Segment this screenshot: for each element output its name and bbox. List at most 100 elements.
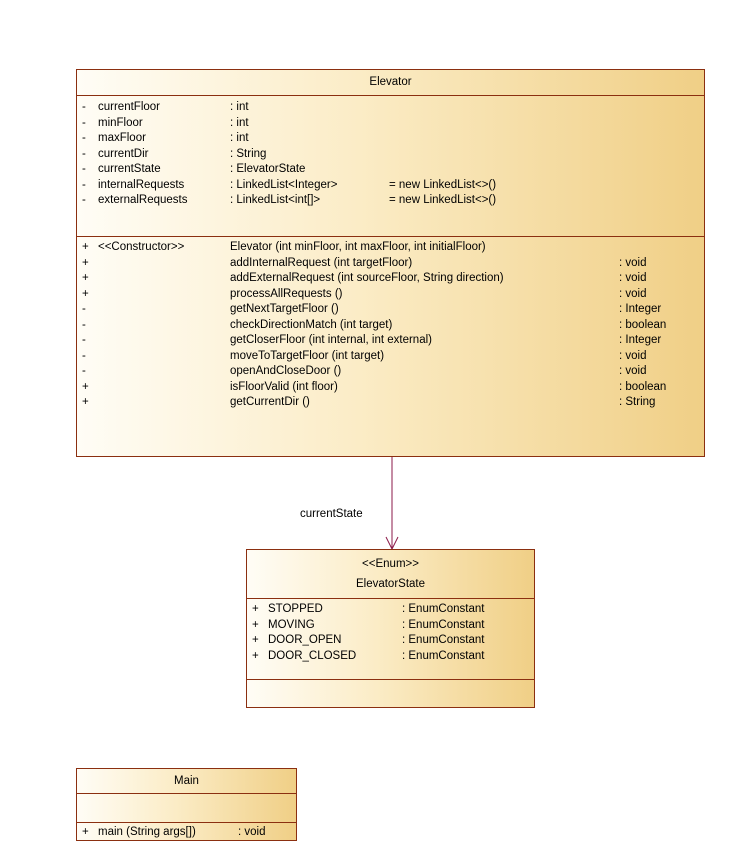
attribute-type: : int (230, 101, 249, 113)
operation-return-type: : void (619, 287, 647, 300)
operation-signature: addInternalRequest (int targetFloor) (230, 256, 413, 269)
literal-name: DOOR_CLOSED (268, 649, 357, 662)
operation-row: - getCloserFloor (int internal, int exte… (77, 333, 704, 349)
attribute-row: - externalRequests : LinkedList<int[]> =… (77, 193, 704, 209)
class-elevator[interactable]: Elevator - currentFloor : int - minFloor… (76, 69, 705, 457)
literal-name: DOOR_OPEN (268, 634, 342, 646)
operation-return-type: : void (619, 349, 647, 362)
operation-return-type: : void (619, 365, 647, 377)
attribute-row: - currentFloor : int (77, 100, 704, 116)
visibility: + (82, 256, 89, 269)
attribute-initial-value: = new LinkedList<>() (389, 194, 497, 206)
operation-row: - checkDirectionMatch (int target) : boo… (77, 318, 704, 334)
class-stereotype: <<Enum>> (362, 558, 419, 570)
operation-signature: main (String args[]) (98, 826, 196, 838)
visibility: - (82, 147, 86, 160)
class-title: ElevatorState (355, 578, 426, 590)
visibility: + (252, 634, 259, 646)
operation-return-type: : void (619, 272, 647, 284)
operation-signature: openAndCloseDoor () (230, 365, 342, 377)
visibility: - (82, 318, 86, 331)
visibility: - (82, 349, 86, 362)
attribute-initial-value: = new LinkedList<>() (389, 178, 497, 191)
attributes-section (77, 793, 296, 822)
class-main[interactable]: Main + main (String args[]) : void (76, 768, 297, 841)
attribute-row: - maxFloor : int (77, 131, 704, 147)
attribute-name: minFloor (98, 116, 143, 129)
operations-section (247, 679, 534, 708)
attribute-name: currentDir (98, 147, 149, 160)
operation-row: + getCurrentDir () : String (77, 395, 704, 411)
attribute-type: : LinkedList<int[]> (230, 194, 321, 206)
visibility: - (82, 101, 86, 113)
visibility: - (82, 303, 86, 315)
operation-return-type: : Integer (619, 334, 662, 346)
literal-name: STOPPED (268, 603, 323, 615)
enum-literal-row: + DOOR_CLOSED : EnumConstant (247, 649, 534, 665)
visibility: - (82, 194, 86, 206)
association-label: currentState (300, 508, 363, 520)
attribute-type: : int (230, 132, 249, 144)
attribute-name: currentFloor (98, 101, 160, 113)
operation-signature: isFloorValid (int floor) (230, 380, 338, 393)
visibility: - (82, 116, 86, 129)
visibility: - (82, 334, 86, 346)
operation-row: + main (String args[]) : void (77, 825, 296, 841)
operation-signature: Elevator (int minFloor, int maxFloor, in… (230, 241, 486, 253)
operation-row: + isFloorValid (int floor) : boolean (77, 380, 704, 396)
enum-literal-row: + DOOR_OPEN : EnumConstant (247, 633, 534, 649)
operations-section: + <<Constructor>> Elevator (int minFloor… (77, 236, 704, 411)
attribute-type: : String (230, 147, 267, 160)
class-elevator-state[interactable]: <<Enum>> ElevatorState + STOPPED : EnumC… (246, 549, 535, 708)
visibility: + (82, 272, 89, 284)
attribute-name: externalRequests (98, 194, 188, 206)
operation-return-type: : boolean (619, 318, 667, 331)
operation-row: + addInternalRequest (int targetFloor) :… (77, 256, 704, 272)
enum-literals-section: + STOPPED : EnumConstant + MOVING : Enum… (247, 598, 534, 679)
operation-row: + <<Constructor>> Elevator (int minFloor… (77, 240, 704, 256)
operation-stereotype: <<Constructor>> (98, 241, 185, 253)
visibility: - (82, 163, 86, 175)
class-title: Elevator (369, 76, 412, 88)
operation-row: - openAndCloseDoor () : void (77, 364, 704, 380)
operations-section: + main (String args[]) : void (77, 822, 296, 841)
attribute-type: : ElevatorState (230, 163, 306, 175)
literal-name: MOVING (268, 618, 315, 631)
operation-return-type: : Integer (619, 303, 662, 315)
visibility: + (252, 649, 259, 662)
operation-signature: processAllRequests () (230, 287, 343, 300)
attribute-type: : int (230, 116, 249, 129)
operation-signature: addExternalRequest (int sourceFloor, Str… (230, 272, 504, 284)
attribute-name: currentState (98, 163, 161, 175)
visibility: + (82, 826, 89, 838)
attribute-row: - internalRequests : LinkedList<Integer>… (77, 178, 704, 194)
visibility: - (82, 178, 86, 191)
operation-signature: moveToTargetFloor (int target) (230, 349, 385, 362)
visibility: + (82, 380, 89, 393)
operation-row: + processAllRequests () : void (77, 287, 704, 303)
operation-signature: getCloserFloor (int internal, int extern… (230, 334, 432, 346)
attributes-section: - currentFloor : int - minFloor : int - … (77, 95, 704, 236)
attribute-name: maxFloor (98, 132, 146, 144)
operation-signature: getCurrentDir () (230, 396, 310, 408)
operation-return-type: : void (238, 826, 266, 838)
visibility: + (82, 287, 89, 300)
attribute-row: - currentState : ElevatorState (77, 162, 704, 178)
visibility: + (82, 396, 89, 408)
operation-signature: checkDirectionMatch (int target) (230, 318, 393, 331)
visibility: + (252, 618, 259, 631)
enum-literal-row: + STOPPED : EnumConstant (247, 602, 534, 618)
operation-row: + addExternalRequest (int sourceFloor, S… (77, 271, 704, 287)
operation-return-type: : boolean (619, 380, 667, 393)
class-title: Main (174, 775, 199, 787)
operation-return-type: : String (619, 396, 656, 408)
operation-row: - getNextTargetFloor () : Integer (77, 302, 704, 318)
visibility: + (82, 241, 89, 253)
visibility: - (82, 365, 86, 377)
visibility: + (252, 603, 259, 615)
operation-return-type: : void (619, 256, 647, 269)
operation-signature: getNextTargetFloor () (230, 303, 339, 315)
literal-type: : EnumConstant (402, 649, 485, 662)
attribute-row: - currentDir : String (77, 147, 704, 163)
literal-type: : EnumConstant (402, 618, 485, 631)
